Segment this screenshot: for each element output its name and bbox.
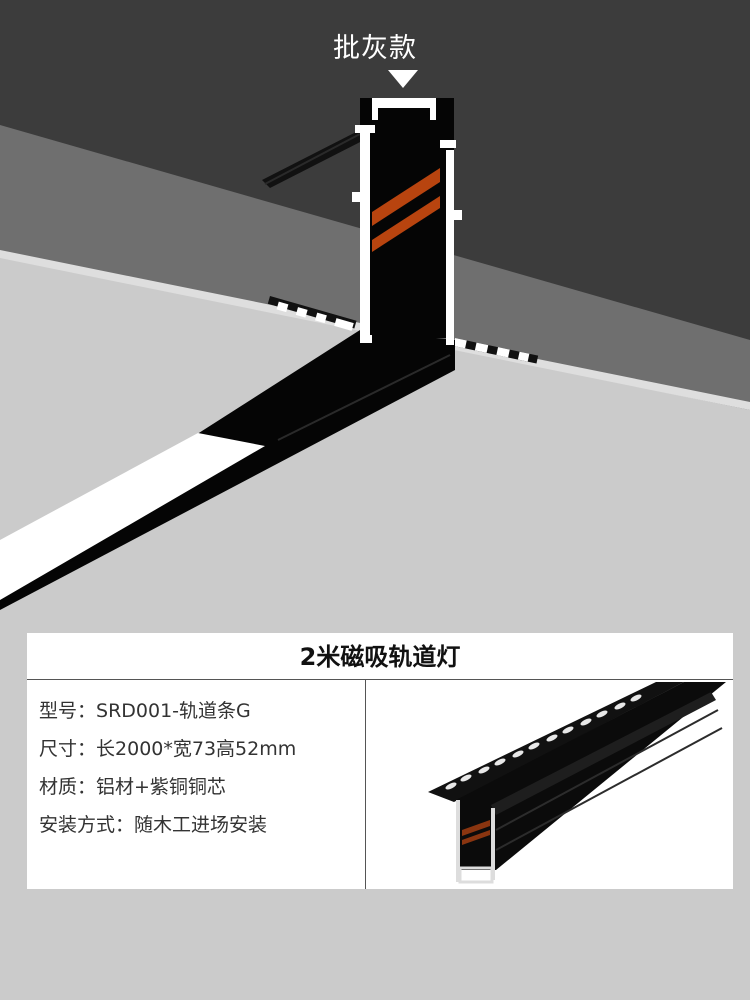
track-profile-product-image — [428, 682, 726, 884]
spec-value: 铝材+紫铜铜芯 — [96, 776, 226, 798]
spec-label: 尺寸： — [39, 738, 97, 760]
product-title: 2米磁吸轨道灯 — [27, 633, 733, 680]
spec-row-model: 型号：SRD001-轨道条G — [39, 692, 296, 730]
variant-label: 批灰款 — [333, 33, 417, 64]
spec-card-body: 型号：SRD001-轨道条G 尺寸：长2000*宽73高52mm 材质：铝材+紫… — [27, 680, 733, 889]
triangle-down-icon — [388, 70, 418, 88]
spec-list: 型号：SRD001-轨道条G 尺寸：长2000*宽73高52mm 材质：铝材+紫… — [39, 692, 296, 844]
spec-card: 2米磁吸轨道灯 型号：SRD001-轨道条G 尺寸：长2000*宽73高52mm… — [27, 633, 733, 889]
spec-row-material: 材质：铝材+紫铜铜芯 — [39, 768, 296, 806]
spec-label: 材质： — [39, 776, 97, 798]
spec-value: SRD001-轨道条G — [96, 700, 251, 722]
spec-row-installation: 安装方式：随木工进场安装 — [39, 806, 296, 844]
scale-bar-right — [453, 338, 539, 364]
spec-label: 安装方式： — [39, 814, 135, 836]
spec-label: 型号： — [39, 700, 97, 722]
spec-value: 随木工进场安装 — [134, 814, 268, 836]
scale-bar-left — [267, 296, 357, 331]
spec-row-size: 尺寸：长2000*宽73高52mm — [39, 730, 296, 768]
spec-value: 长2000*宽73高52mm — [96, 738, 297, 760]
column-divider — [365, 680, 366, 889]
